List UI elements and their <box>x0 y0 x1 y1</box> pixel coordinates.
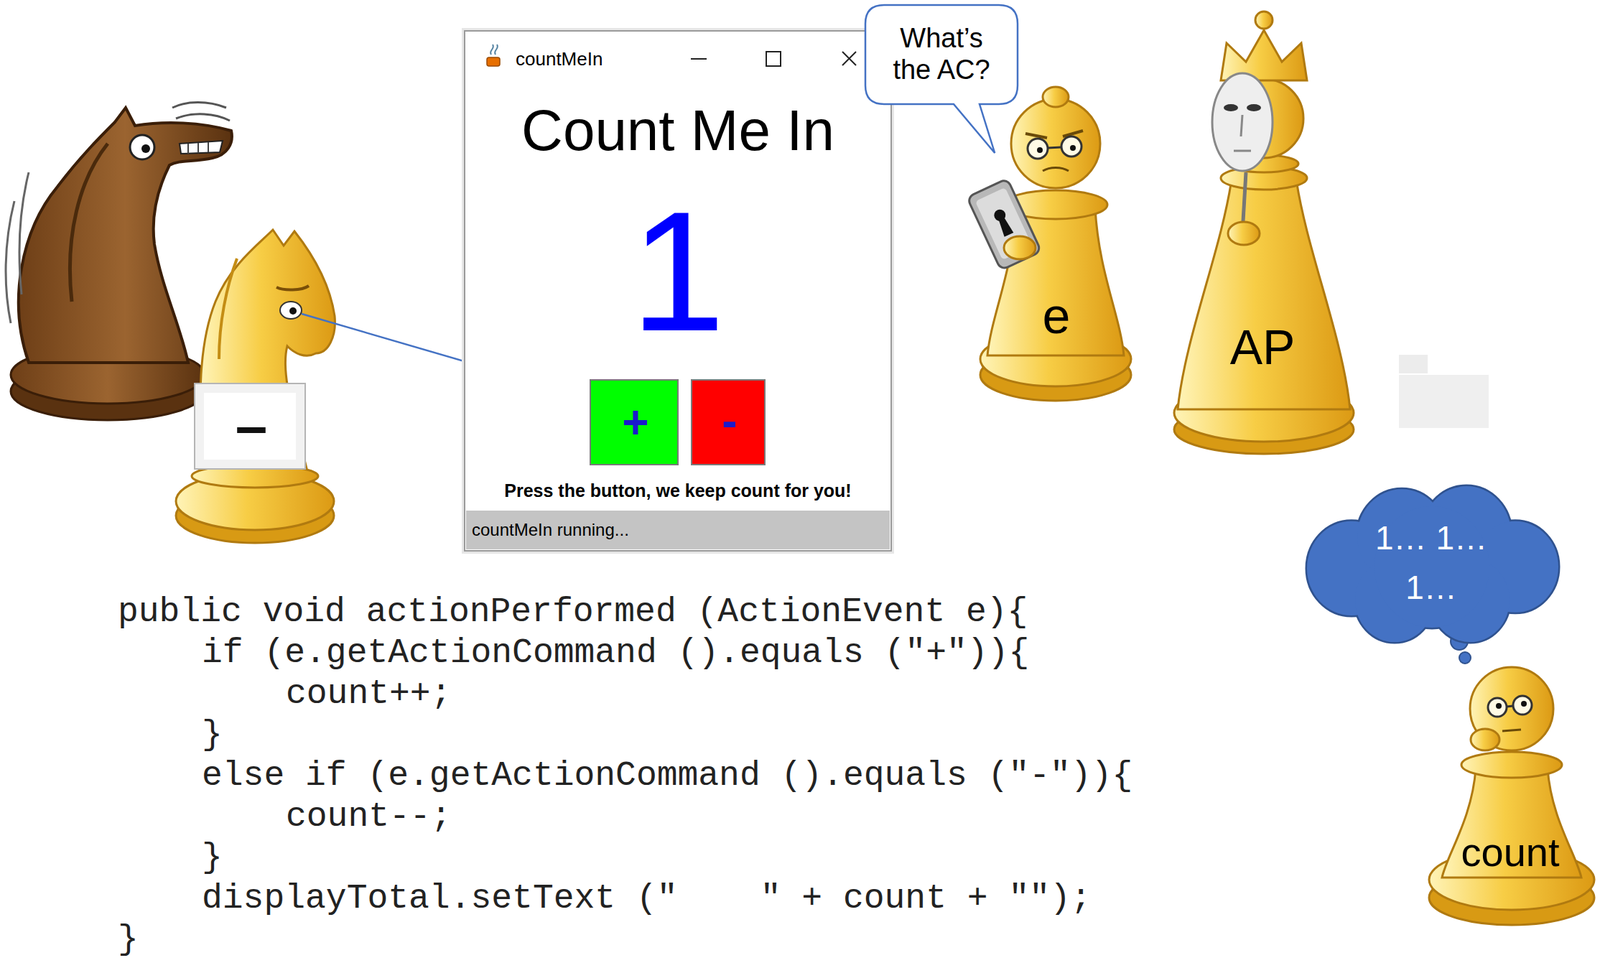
code-line: public void actionPerformed (ActionEvent… <box>117 591 1028 633</box>
brown-knight <box>179 140 223 154</box>
status-bar: countMeIn running... <box>466 510 890 550</box>
code-line: displayTotal.setText (" " + count + ""); <box>201 878 1092 920</box>
code-line: count++; <box>285 673 451 715</box>
code-line: } <box>201 837 223 879</box>
pawn-count-figure <box>1521 700 1527 707</box>
pawn-count-figure <box>1513 695 1532 715</box>
queen-ap-figure <box>1212 73 1273 171</box>
pawn-count-figure <box>1461 751 1562 778</box>
cloud-puffs <box>1307 486 1559 643</box>
brown-knight <box>129 135 155 160</box>
pawn-e-figure <box>1036 147 1043 153</box>
piece-label: e <box>1042 290 1071 342</box>
thought-dots <box>1459 652 1471 664</box>
pawn-e-figure <box>1070 145 1076 151</box>
window-frame <box>461 28 895 554</box>
pawn-count-figure <box>1502 729 1522 732</box>
pawn-piece: e <box>974 76 1123 398</box>
pawn-e-figure <box>1042 86 1069 108</box>
window-frame <box>766 51 781 67</box>
pawn-e-figure <box>966 178 1042 271</box>
pawn-count-figure <box>1442 768 1582 878</box>
queen-ap-figure <box>1220 30 1308 81</box>
gold-knight <box>289 307 297 315</box>
pawn-count-figure <box>1429 667 1595 925</box>
pawn-count-figure <box>1470 728 1500 751</box>
pawn-piece: count <box>1428 652 1598 924</box>
window-frame <box>842 51 857 66</box>
status-text: countMeIn running... <box>471 521 630 539</box>
pawn-count-figure <box>1495 703 1502 709</box>
hint-text: Press the button, we keep count for you! <box>504 481 851 500</box>
window-frame <box>461 28 895 554</box>
cloud-puffs <box>1307 486 1559 643</box>
pawn-e-figure <box>1003 236 1036 260</box>
button-label: + <box>621 399 649 446</box>
pawn-e-figure <box>1047 147 1062 148</box>
speech-bubble: What’s the AC? <box>865 5 1018 105</box>
brown-knight <box>69 143 108 302</box>
grey-patch <box>1398 354 1489 429</box>
pawn-e-figure <box>1061 136 1082 157</box>
plus-button: + <box>589 379 679 466</box>
piece-label: count <box>1461 832 1560 873</box>
grey-patch <box>1398 374 1489 429</box>
cloud-outline <box>1301 484 1562 642</box>
card-sign: – <box>235 397 268 455</box>
pawn-count-figure <box>1506 705 1514 707</box>
bubble-outline <box>865 5 1018 153</box>
brown-knight <box>5 172 29 324</box>
queen-ap-figure <box>1223 104 1239 112</box>
window-frame <box>490 44 498 55</box>
gold-knight <box>175 229 335 543</box>
pawn-e-figure <box>966 86 1132 401</box>
brown-knight <box>141 144 151 153</box>
minus-button: - <box>690 379 766 466</box>
code-line: else if (e.getActionCommand ().equals ("… <box>201 755 1133 797</box>
button-label: - <box>721 397 737 444</box>
piece-label: AP <box>1230 322 1296 372</box>
app-window: + - countMeIn running... countMeInCount Me … <box>464 30 892 551</box>
queen-ap-figure <box>1174 11 1354 454</box>
window-frame <box>486 57 500 67</box>
thought-text: 1… 1… 1… <box>1370 513 1493 613</box>
thought-cloud: 1… 1… 1… <box>1301 484 1562 642</box>
code-line: if (e.getActionCommand ().equals ("+")){ <box>201 632 1030 674</box>
brown-knight <box>5 102 232 421</box>
pawn-e-figure <box>966 178 1042 271</box>
pawn-count-figure <box>1470 667 1554 751</box>
gold-knight <box>280 301 302 319</box>
brown-knight <box>172 102 230 122</box>
pawn-e-figure <box>1011 99 1101 189</box>
queen-ap-figure <box>1246 104 1262 112</box>
code-line: } <box>201 714 223 756</box>
queen-ap-figure <box>1177 179 1351 410</box>
grey-patch <box>1398 354 1428 374</box>
queen-ap-figure <box>1228 221 1260 245</box>
pawn-count-figure <box>1487 698 1507 717</box>
pawn-e-figure <box>996 215 1015 237</box>
code-line: count--; <box>285 796 451 838</box>
queen-ap-figure <box>1255 11 1273 29</box>
code-line: } <box>117 919 139 961</box>
queen-ap-figure <box>1233 114 1251 151</box>
window-heading: Count Me In <box>521 101 835 160</box>
count-display: 1 <box>630 185 726 357</box>
gold-knight <box>276 285 309 291</box>
brown-knight <box>18 107 232 363</box>
gold-knight <box>219 258 237 360</box>
sign-card: – <box>193 382 306 470</box>
window-frame <box>464 30 892 551</box>
window-frame <box>690 58 707 60</box>
pawn-e-figure <box>1027 138 1048 159</box>
pawn-e-figure <box>1042 168 1069 172</box>
queen-piece: AP <box>1173 0 1358 449</box>
speech-text: What’s the AC? <box>884 22 999 86</box>
brown-knight <box>188 142 209 154</box>
pawn-e-figure <box>987 208 1124 356</box>
window-title: countMeIn <box>515 49 603 69</box>
